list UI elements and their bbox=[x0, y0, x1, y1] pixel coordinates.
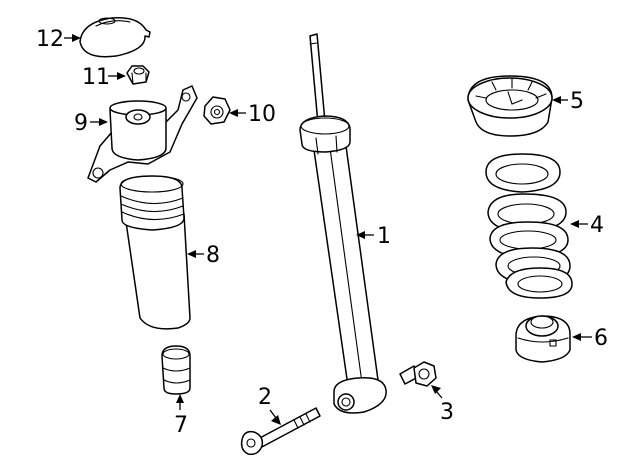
mount-nut-part bbox=[203, 96, 231, 125]
shock-absorber-part bbox=[299, 33, 387, 414]
callout-number-6: 6 bbox=[594, 326, 608, 351]
upper-mount-part bbox=[87, 85, 198, 183]
callout-number-5: 5 bbox=[570, 89, 584, 114]
callout-number-9: 9 bbox=[74, 111, 88, 136]
callout-number-7: 7 bbox=[174, 413, 188, 438]
callout-11: 11 bbox=[82, 65, 126, 90]
lower-spring-insulator-part bbox=[515, 315, 571, 363]
callout-number-11: 11 bbox=[82, 65, 110, 90]
upper-spring-seat-part bbox=[467, 75, 553, 137]
dust-cap-part bbox=[79, 17, 151, 58]
callout-4: 4 bbox=[570, 213, 604, 238]
callout-5: 5 bbox=[552, 89, 584, 114]
callout-1: 1 bbox=[356, 224, 391, 249]
callout-number-1: 1 bbox=[377, 224, 391, 249]
callout-number-8: 8 bbox=[206, 243, 220, 268]
callout-9: 9 bbox=[74, 111, 108, 136]
callout-8: 8 bbox=[187, 243, 220, 268]
upper-nut-part bbox=[126, 65, 150, 85]
callout-12: 12 bbox=[36, 27, 81, 52]
callout-10: 10 bbox=[229, 102, 276, 127]
lower-nut-part bbox=[399, 361, 437, 387]
bump-stop-part bbox=[161, 345, 191, 395]
callout-3: 3 bbox=[431, 385, 454, 425]
callout-number-2: 2 bbox=[258, 385, 272, 410]
callout-number-10: 10 bbox=[248, 102, 276, 127]
callout-number-3: 3 bbox=[440, 400, 454, 425]
callout-6: 6 bbox=[572, 326, 608, 351]
callout-number-4: 4 bbox=[590, 213, 604, 238]
callout-number-12: 12 bbox=[36, 27, 64, 52]
callout-7: 7 bbox=[174, 394, 188, 438]
dust-boot-part bbox=[119, 175, 191, 330]
coil-spring-part bbox=[485, 153, 573, 299]
callout-2: 2 bbox=[258, 385, 281, 425]
lower-bolt-part bbox=[240, 407, 321, 456]
